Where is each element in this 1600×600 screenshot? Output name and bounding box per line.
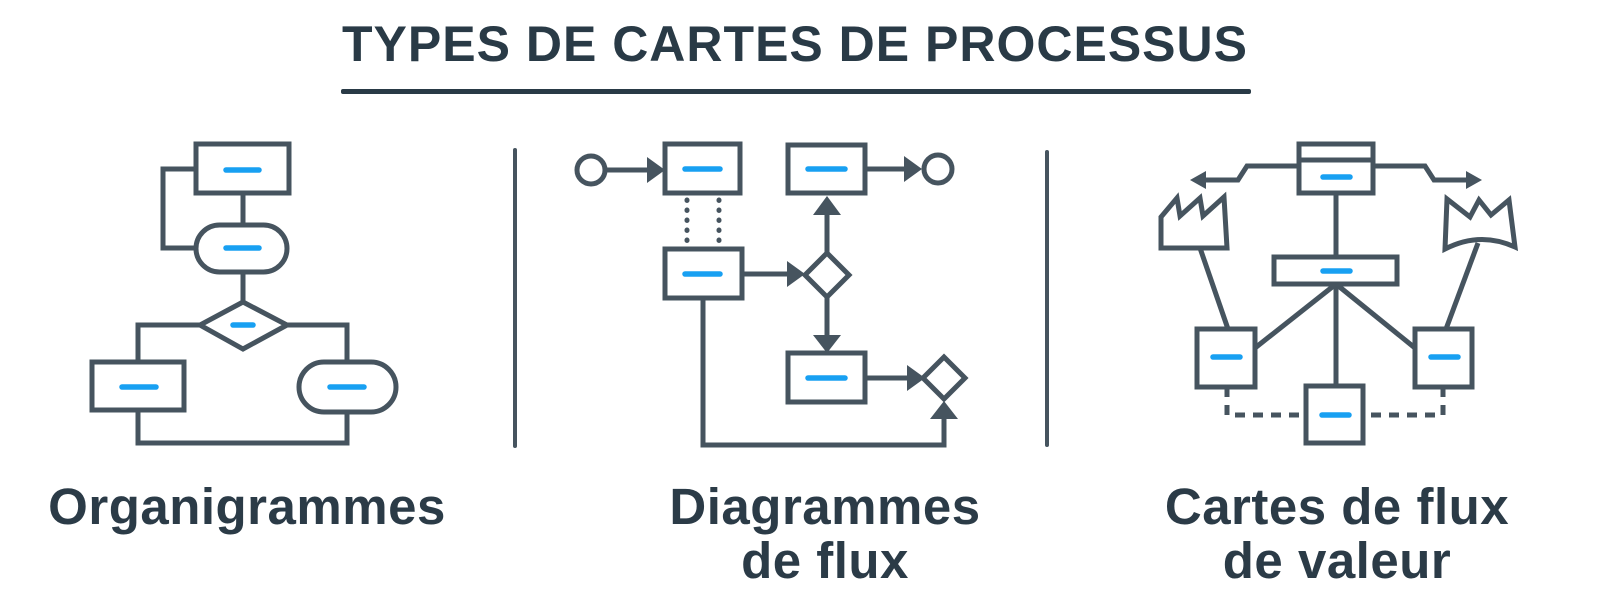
vsm-placeholder-text — [1210, 174, 1461, 418]
caption-organigrammes: Organigrammes — [48, 480, 446, 534]
dashed-material-flow — [1224, 387, 1306, 418]
caption-diagrammes-de-flux: Diagrammes de flux — [669, 480, 980, 588]
rectangle-node — [193, 141, 292, 196]
section-divider — [1045, 150, 1049, 447]
arrow-left-icon — [1190, 171, 1206, 189]
zigzag-information-arrow — [1204, 163, 1299, 183]
zigzag-information-arrow — [1373, 163, 1468, 183]
flowchart-diagram — [574, 141, 969, 448]
supplier-factory-icon — [1158, 191, 1230, 251]
org-chart-connectors — [135, 166, 350, 446]
decision-diamond — [919, 353, 969, 403]
arrow-right-icon — [647, 157, 665, 183]
flowchart-connectors — [605, 156, 958, 448]
caption-cartes-de-flux-de-valeur: Cartes de flux de valeur — [1165, 480, 1509, 588]
flowchart-placeholder-text — [682, 166, 848, 381]
arrow-down-icon — [813, 335, 841, 353]
start-circle — [574, 153, 608, 187]
arrow-right-icon — [787, 261, 805, 287]
caption-line: Cartes de flux — [1164, 478, 1510, 535]
data-box — [1296, 141, 1376, 196]
value-stream-map-diagram — [1158, 141, 1519, 446]
end-circle — [921, 152, 955, 186]
arrow-right-icon — [907, 365, 925, 391]
vsm-connectors — [1190, 163, 1482, 418]
arrow-up-icon — [930, 401, 958, 419]
title-underline — [341, 89, 1251, 94]
customer-crown-icon — [1442, 194, 1519, 254]
section-divider — [513, 148, 517, 448]
process-box — [1303, 383, 1366, 446]
arrow-right-icon — [1466, 171, 1482, 189]
arrow-right-icon — [904, 156, 922, 182]
caption-line: de valeur — [1222, 532, 1452, 589]
arrow-up-icon — [813, 196, 841, 215]
caption-line: Organigrammes — [48, 478, 446, 535]
org-chart-diagram — [89, 141, 399, 446]
caption-line: Diagrammes — [669, 478, 981, 535]
caption-line: de flux — [741, 532, 909, 589]
page-title: TYPES DE CARTES DE PROCESSUS — [342, 16, 1248, 72]
dashed-material-flow — [1363, 387, 1446, 418]
org-chart-placeholder-text — [119, 167, 367, 390]
decision-diamond — [801, 249, 853, 301]
